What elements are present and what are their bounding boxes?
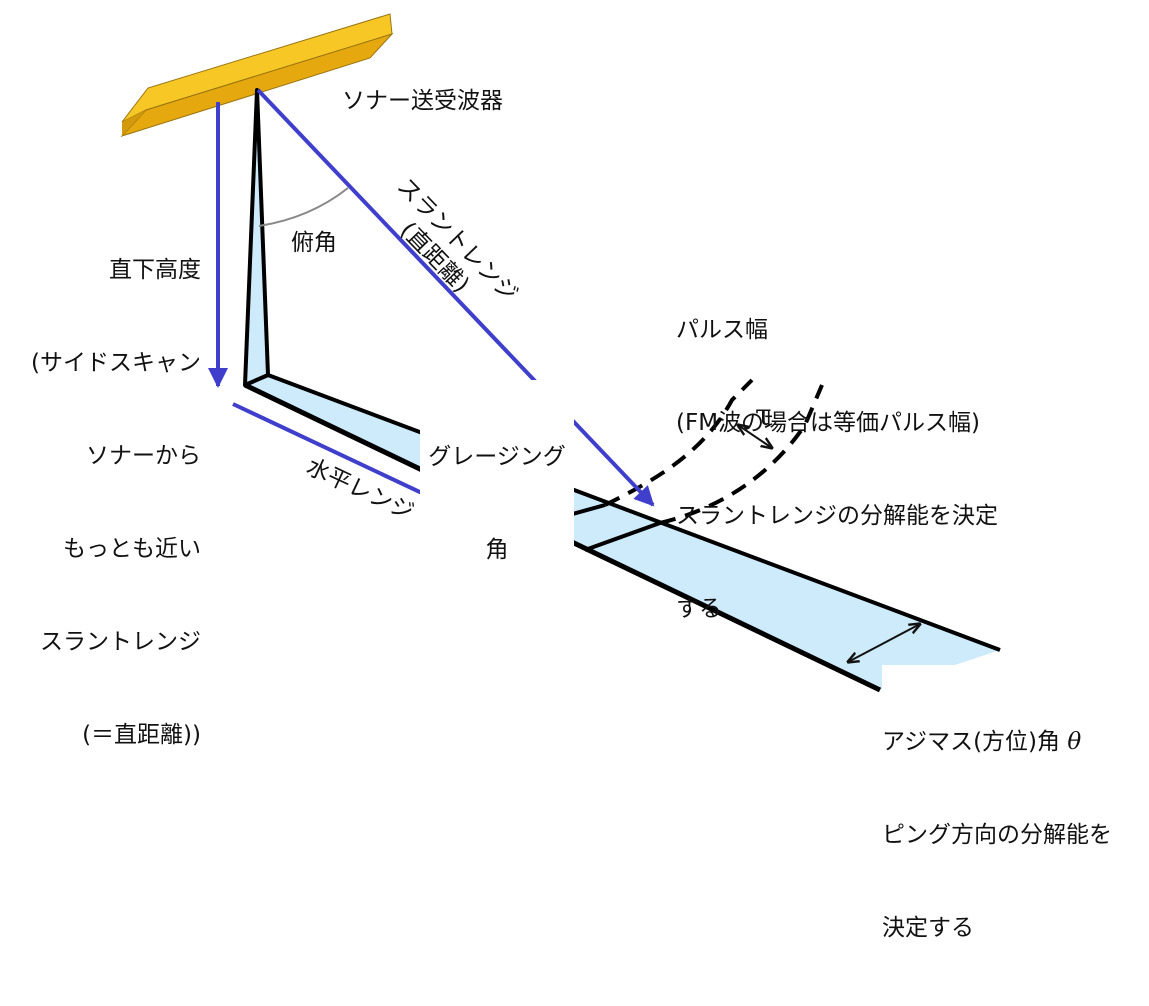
altitude-line-1: 直下高度 — [109, 257, 201, 283]
vertical-beam-wedge — [243, 88, 270, 387]
altitude-label: 直下高度 (サイドスキャン ソナーから もっとも近い スラントレンジ (＝直距離… — [31, 193, 201, 813]
altitude-line-2: (サイドスキャン — [31, 350, 201, 376]
altitude-line-4: もっとも近い — [63, 536, 201, 562]
pulse-width-line-1: パルス幅 — [676, 317, 768, 343]
pulse-width-label: パルス幅 (FM波の場合は等価パルス幅) スラントレンジの分解能を決定 する — [676, 253, 998, 687]
slant-range-arrow — [256, 88, 655, 507]
swath-far-edge — [267, 373, 1001, 652]
azimuth-line-1: アジマス(方位)角 θ — [882, 727, 1112, 758]
altitude-line-5: スラントレンジ — [40, 629, 201, 655]
azimuth-label: アジマス(方位)角 θ ピング方向の分解能を 決定する — [882, 665, 1118, 1006]
pulse-width-line-3: スラントレンジの分解能を決定 — [676, 503, 998, 529]
sonar-geometry-diagram: ソナー送受波器 俯角 スラントレンジ (直距離) 水平レンジ グレージング 角 … — [31, 13, 1112, 941]
azimuth-arrow — [848, 624, 920, 662]
grazing-angle-line-2: 角 — [485, 537, 509, 563]
grazing-angle-label: グレージング 角 — [420, 380, 574, 628]
azimuth-line-1-text: アジマス(方位)角 — [882, 729, 1061, 755]
pulse-width-line-4: する — [676, 596, 722, 622]
transducer-bar — [120, 13, 394, 138]
altitude-line-3: ソナーから — [86, 443, 201, 469]
pulse-front-outer — [659, 384, 824, 525]
transducer-label: ソナー送受波器 — [342, 88, 503, 114]
depression-angle-label: 俯角 — [291, 230, 337, 256]
pulse-width-line-2: (FM波の場合は等価パルス幅) — [676, 410, 981, 436]
grazing-angle-line-1: グレージング — [428, 444, 566, 470]
tau-symbol: τ — [755, 398, 772, 433]
theta-symbol: θ — [1067, 729, 1082, 755]
azimuth-line-3: 決定する — [882, 915, 974, 941]
pulse-front-inner — [604, 378, 754, 507]
depression-angle-arc — [258, 187, 349, 227]
azimuth-line-2: ピング方向の分解能を — [882, 822, 1112, 848]
pulse-width-arrow — [738, 425, 772, 448]
altitude-line-6: (＝直距離)) — [82, 722, 201, 748]
pulse-cell-line-2 — [584, 521, 661, 552]
